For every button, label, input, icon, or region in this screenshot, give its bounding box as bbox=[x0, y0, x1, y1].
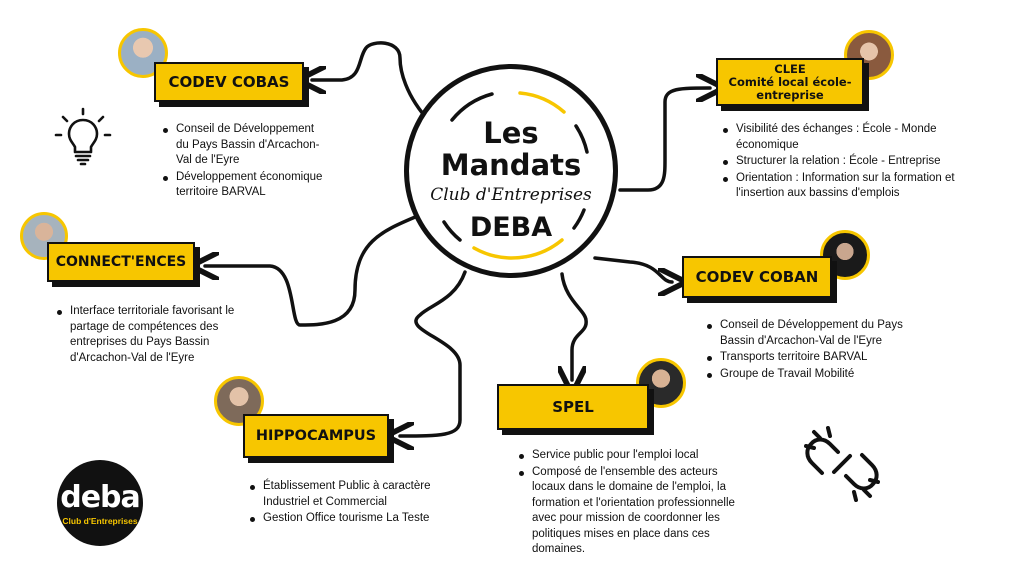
list-hippocampus: Établissement Public à caractère Industr… bbox=[249, 479, 459, 528]
list-item: Service public pour l'emploi local bbox=[518, 448, 738, 464]
list-item: Composé de l'ensemble des acteurs locaux… bbox=[518, 465, 738, 558]
lightbulb-icon bbox=[54, 107, 112, 166]
list-spel: Service public pour l'emploi local Compo… bbox=[518, 448, 738, 559]
connector-spel bbox=[562, 272, 588, 380]
clee-subtitle: Comité local école-entreprise bbox=[728, 74, 852, 102]
connector-connectences bbox=[205, 213, 422, 327]
list-item: Établissement Public à caractère Industr… bbox=[249, 479, 459, 510]
deba-logo-wordmark: deba bbox=[60, 480, 141, 515]
center-circle: Les Mandats Club d'Entreprises DEBA bbox=[404, 64, 618, 278]
connector-codev-cobas bbox=[312, 41, 432, 124]
clee-title: CLEE bbox=[774, 61, 806, 76]
box-connectences: CONNECT'ENCES bbox=[47, 242, 195, 282]
list-codev-cobas: Conseil de Développement du Pays Bassin … bbox=[162, 122, 327, 202]
deba-logo: deba Club d'Entreprises bbox=[57, 460, 143, 546]
list-item: Structurer la relation : École - Entrepr… bbox=[722, 154, 982, 170]
avatar-connectences bbox=[20, 212, 68, 260]
broken-link-icon bbox=[804, 426, 880, 502]
box-clee: CLEE Comité local école-entreprise bbox=[716, 58, 864, 106]
list-item: Transports territoire BARVAL bbox=[706, 350, 926, 366]
list-item: Gestion Office tourisme La Teste bbox=[249, 511, 459, 527]
list-item: Conseil de Développement du Pays Bassin … bbox=[706, 318, 926, 349]
box-spel: SPEL bbox=[497, 384, 649, 430]
center-title-line2: Mandats bbox=[440, 148, 582, 182]
box-codev-cobas: CODEV COBAS bbox=[154, 62, 304, 102]
center-subtitle: Club d'Entreprises bbox=[430, 185, 592, 205]
connector-clee bbox=[618, 88, 710, 192]
box-codev-coban: CODEV COBAN bbox=[682, 256, 832, 298]
center-title-line1: Les bbox=[483, 116, 539, 150]
list-item: Développement économique territoire BARV… bbox=[162, 170, 327, 201]
connector-hippocampus bbox=[400, 270, 467, 436]
center-arc-decoration bbox=[442, 91, 589, 260]
list-item: Interface territoriale favorisant le par… bbox=[56, 304, 261, 366]
list-item: Orientation : Information sur la formati… bbox=[722, 171, 982, 202]
avatar-spel bbox=[636, 358, 686, 408]
list-codev-coban: Conseil de Développement du Pays Bassin … bbox=[706, 318, 926, 383]
deba-logo-tagline: Club d'Entreprises bbox=[62, 516, 138, 526]
list-item: Groupe de Travail Mobilité bbox=[706, 367, 926, 383]
list-clee: Visibilité des échanges : École - Monde … bbox=[722, 122, 982, 203]
box-hippocampus: HIPPOCAMPUS bbox=[243, 414, 389, 458]
center-title-line4: DEBA bbox=[469, 212, 553, 243]
list-item: Conseil de Développement du Pays Bassin … bbox=[162, 122, 327, 169]
list-item: Visibilité des échanges : École - Monde … bbox=[722, 122, 982, 153]
connector-codev-coban bbox=[593, 256, 672, 282]
list-connectences: Interface territoriale favorisant le par… bbox=[56, 304, 261, 367]
